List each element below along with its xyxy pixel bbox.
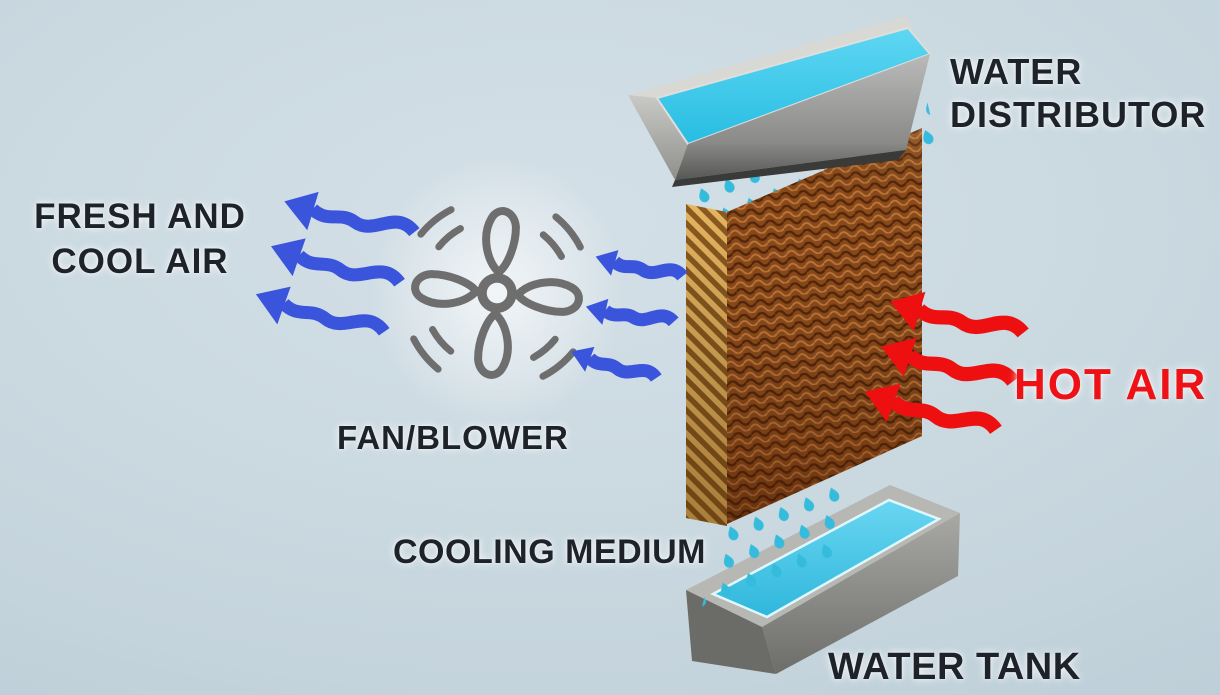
water-distributor-tray xyxy=(628,16,932,187)
wavy-arrow-left-icon xyxy=(252,282,388,338)
fan-halo xyxy=(369,157,625,429)
tray-bottom-edge xyxy=(672,150,906,187)
water-distributor-line1: WATER xyxy=(950,51,1083,92)
fresh-cool-air-line1: FRESH AND xyxy=(34,197,246,236)
fan-icon xyxy=(410,206,584,380)
tray-left-end xyxy=(628,95,688,180)
water-distributor-label: WATER DISTRIBUTOR xyxy=(950,50,1206,136)
pad-side-shading xyxy=(686,204,727,526)
cooling-medium-label: COOLING MEDIUM xyxy=(393,533,706,571)
fresh-cool-air-label: FRESH AND COOL AIR xyxy=(18,194,262,284)
water-tank-label: WATER TANK xyxy=(828,646,1081,688)
water-distributor-line2: DISTRIBUTOR xyxy=(950,94,1207,135)
tank-front-face xyxy=(762,513,960,674)
fresh-cool-air-line2: COOL AIR xyxy=(51,242,229,281)
tank-left-face xyxy=(686,590,776,674)
cooling-pad xyxy=(686,128,922,526)
water-droplet-icon xyxy=(700,455,858,614)
hot-air-label: HOT AIR xyxy=(1014,360,1208,409)
tray-front-face xyxy=(675,54,930,180)
fan-blower-label: FAN/BLOWER xyxy=(337,419,569,456)
pad-front-shading xyxy=(727,128,922,524)
